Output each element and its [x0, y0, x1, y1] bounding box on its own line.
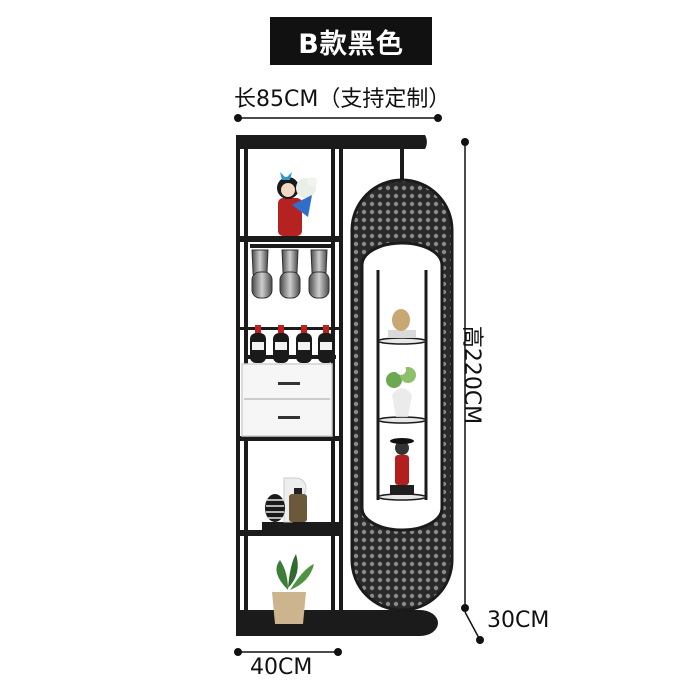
shelf-decor	[265, 477, 307, 523]
bottom-width-dimension-line	[234, 648, 342, 656]
drawer-unit	[241, 363, 333, 437]
bottom-width-dimension-label: 40CM	[250, 655, 313, 680]
product-title-badge: B款黑色	[270, 17, 432, 65]
width-dimension-label: 长85CM（支持定制）	[234, 87, 451, 112]
depth-dimension-line	[464, 611, 484, 644]
bottom-base	[236, 610, 438, 636]
height-dimension-line	[461, 138, 469, 612]
depth-dimension-label: 30CM	[487, 608, 550, 633]
width-dimension-line	[234, 114, 442, 122]
doll-figurine	[277, 172, 317, 236]
display-items	[386, 309, 416, 495]
potted-plant	[272, 554, 314, 624]
left-shelves	[238, 236, 341, 536]
wine-bottles	[250, 325, 334, 363]
wine-glass-rack	[250, 244, 334, 299]
